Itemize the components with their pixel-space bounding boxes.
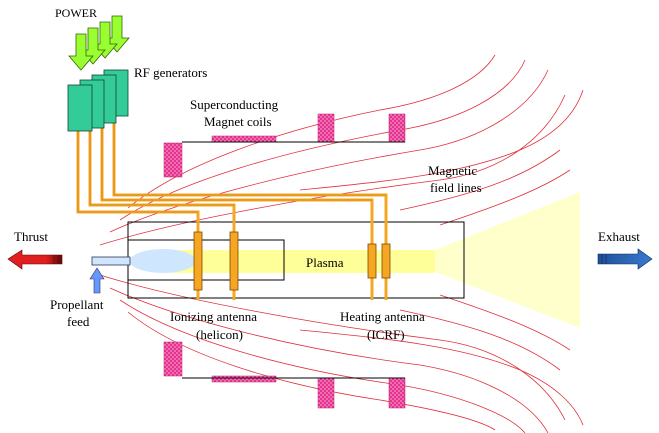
exhaust-label: Exhaust	[598, 229, 640, 244]
rf-generators-label: RF generators	[134, 65, 207, 80]
magnet-coils-label-line2: Magnet coils	[204, 114, 272, 129]
magnet-coils-bottom	[163, 341, 406, 409]
magnet-coil	[317, 377, 335, 409]
magnet-coils-top	[163, 113, 406, 178]
thrust-arrow-icon	[7, 249, 63, 270]
heating-antenna	[367, 243, 391, 279]
magnet-coil	[388, 113, 406, 143]
power-arrow-icons	[68, 15, 130, 71]
heating-antenna-label-line1: Heating antenna	[340, 309, 425, 324]
ionizing-antenna-label-line1: Ionizing antenna	[170, 309, 257, 324]
propellant-gas	[130, 249, 196, 273]
magnet-coil	[211, 375, 277, 383]
magnet-coils-label-line1: Superconducting	[190, 97, 279, 112]
rf-generators	[67, 69, 129, 132]
exhaust-plume	[430, 192, 580, 328]
propellant-label-line1: Propellant	[50, 297, 104, 312]
ionizing-antenna-label-line2: (helicon)	[196, 327, 243, 342]
field-lines-label-line2: field lines	[430, 180, 482, 195]
field-lines-label-line1: Magnetic	[428, 163, 477, 178]
propellant-pipe	[91, 256, 131, 266]
exhaust-arrow-icon	[597, 248, 653, 270]
magnet-coil	[388, 377, 406, 409]
magnet-coil	[163, 142, 183, 178]
ionizing-antenna	[193, 231, 239, 291]
propellant-arrow-icon	[89, 267, 105, 294]
magnet-coil	[211, 135, 277, 143]
magnet-coil	[163, 341, 183, 377]
magnetic-field-lines	[99, 54, 584, 433]
antenna-leads	[196, 278, 388, 300]
plasma-column	[170, 250, 435, 273]
heating-antenna-label-line2: (ICRF)	[367, 327, 405, 342]
propellant-label-line2: feed	[67, 314, 90, 329]
power-label: POWER	[55, 6, 97, 20]
thrust-label: Thrust	[14, 229, 48, 244]
magnet-coil	[317, 113, 335, 143]
plasma-label: Plasma	[306, 255, 344, 270]
